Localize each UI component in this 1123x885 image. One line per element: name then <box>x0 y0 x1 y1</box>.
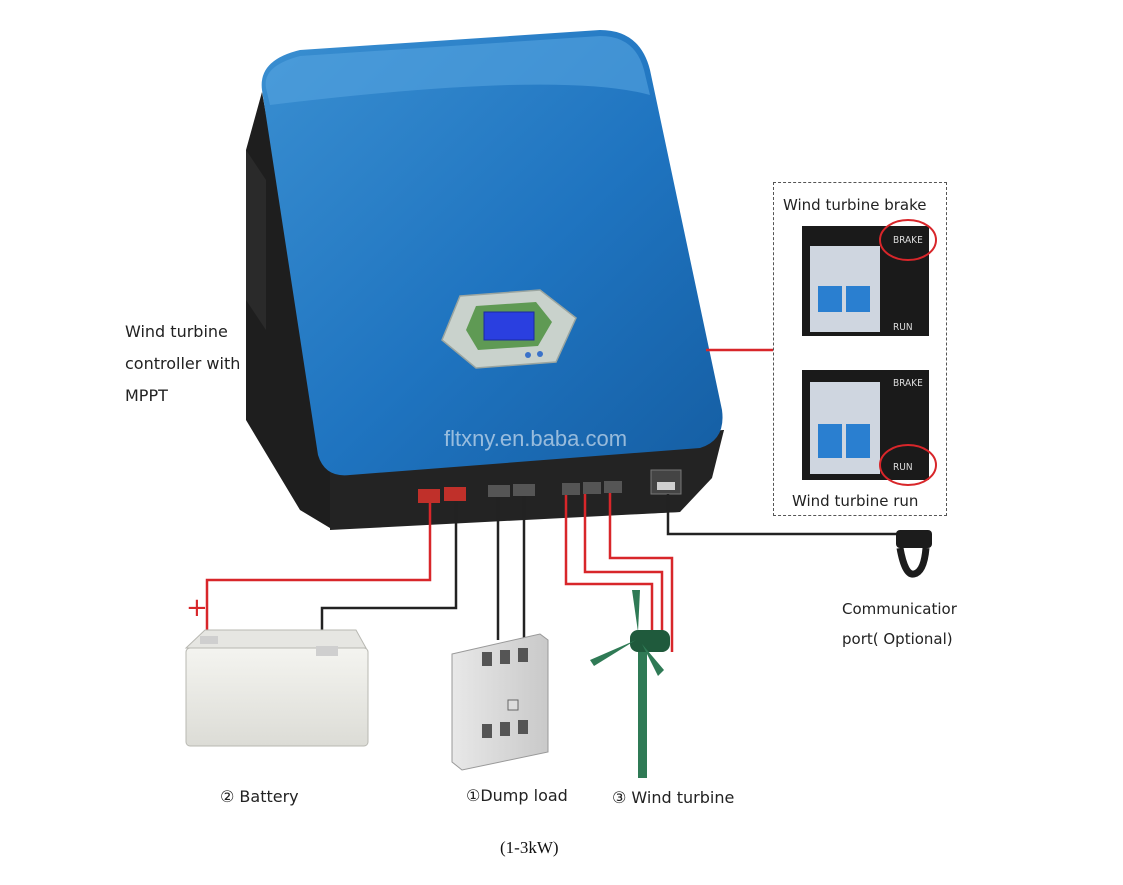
controller-display <box>441 289 577 369</box>
svg-text:RUN: RUN <box>893 462 913 473</box>
communication-terminal <box>650 469 682 495</box>
wind-turbine-wires <box>564 493 674 652</box>
run-highlight-circle <box>879 444 937 486</box>
communication-label-line-1: Communicatior <box>842 600 957 618</box>
brake-breaker-photo: BRAKE RUN <box>802 219 937 336</box>
battery-icon <box>184 629 369 747</box>
wind-turbine-terminal <box>562 481 622 495</box>
run-breaker-photo: BRAKE RUN <box>802 370 937 486</box>
dump-load-label: ①Dump load <box>466 786 568 805</box>
brake-highlight-circle <box>879 219 937 261</box>
dump-load-wires <box>496 496 526 640</box>
controller-label-line-2: controller with <box>125 354 241 373</box>
communication-wire <box>666 494 900 536</box>
figure-caption: (1-3kW) <box>500 838 559 857</box>
battery-polarity-sign: + <box>186 593 208 623</box>
brake-panel <box>773 182 947 516</box>
communication-label-line-2: port( Optional) <box>842 630 953 648</box>
svg-text:BRAKE: BRAKE <box>893 378 923 389</box>
watermark: fltxny.en.baba.com <box>444 426 628 451</box>
battery-label: ② Battery <box>220 787 299 806</box>
dump-load-icon <box>451 633 549 771</box>
communication-connector-icon <box>896 530 932 578</box>
wind-turbine-label: ③ Wind turbine <box>612 788 735 807</box>
svg-text:RUN: RUN <box>893 322 913 333</box>
svg-text:BRAKE: BRAKE <box>893 235 923 246</box>
controller-label-line-1: Wind turbine <box>125 322 228 341</box>
battery-terminal <box>418 487 466 503</box>
controller-front-cover <box>261 30 723 476</box>
controller-unit <box>246 30 724 530</box>
dump-load-terminal <box>488 484 535 497</box>
brake-panel-footer: Wind turbine run <box>792 492 919 510</box>
controller-label-line-3: MPPT <box>125 386 168 405</box>
wind-turbine-icon <box>590 590 670 778</box>
brake-panel-title: Wind turbine brake <box>783 196 927 214</box>
